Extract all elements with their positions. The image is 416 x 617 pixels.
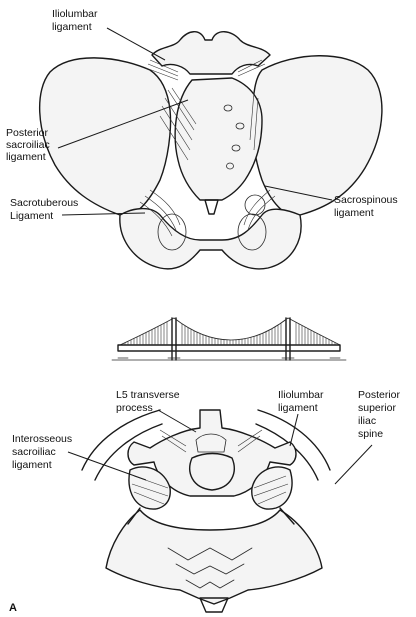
posterior-pelvis-illustration	[40, 32, 382, 269]
sacrum-lower	[106, 510, 322, 604]
suspension-bridge-illustration	[112, 318, 346, 360]
label-psis-line4: spine	[358, 428, 383, 440]
left-ilium	[40, 58, 171, 216]
label-sacrospinous-line2: ligament	[334, 207, 374, 219]
label-l5-transverse-line1: L5 transverse	[116, 389, 180, 401]
ischium-ring	[120, 209, 301, 269]
leader-iliolumbar-bottom	[290, 414, 298, 446]
label-psis-line2: superior	[358, 402, 396, 414]
label-posterior-sacroiliac-line3: ligament	[6, 151, 46, 163]
right-ilium	[252, 56, 382, 216]
leader-iliolumbar-top	[107, 28, 165, 60]
label-sacrospinous-line1: Sacrospinous	[334, 194, 398, 206]
lumbar-vertebra	[152, 32, 270, 74]
label-posterior-sacroiliac-line1: Posterior	[6, 127, 49, 139]
label-iliolumbar-bottom-line1: Iliolumbar	[278, 389, 324, 401]
label-iliolumbar-top: Iliolumbar ligament	[52, 8, 165, 60]
label-psis-line3: iliac	[358, 415, 376, 427]
label-interosseous-sacroiliac: Interosseous sacroiliac ligament	[12, 433, 146, 480]
label-iliolumbar-top-line2: ligament	[52, 21, 92, 33]
label-interosseous-line1: Interosseous	[12, 433, 72, 445]
leader-l5-transverse	[158, 410, 196, 432]
label-iliolumbar-top-line1: Iliolumbar	[52, 8, 98, 20]
label-l5-transverse-line2: process	[116, 402, 153, 414]
label-iliolumbar-bottom: Iliolumbar ligament	[278, 389, 324, 446]
superior-pelvis-illustration	[82, 410, 330, 612]
label-sacrotuberous-line1: Sacrotuberous	[10, 197, 78, 209]
leader-psis	[335, 445, 372, 484]
bridge-suspenders	[125, 322, 338, 345]
label-iliolumbar-bottom-line2: ligament	[278, 402, 318, 414]
label-sacrotuberous-line2: Ligament	[10, 210, 53, 222]
label-interosseous-line2: sacroiliac	[12, 446, 56, 458]
panel-letter: A	[9, 602, 17, 614]
label-interosseous-line3: ligament	[12, 459, 52, 471]
sacrum	[175, 78, 262, 200]
label-posterior-sacroiliac-line2: sacroiliac	[6, 139, 50, 151]
label-posterior-superior-iliac-spine: Posterior superior iliac spine	[335, 389, 401, 484]
label-psis-line1: Posterior	[358, 389, 401, 401]
